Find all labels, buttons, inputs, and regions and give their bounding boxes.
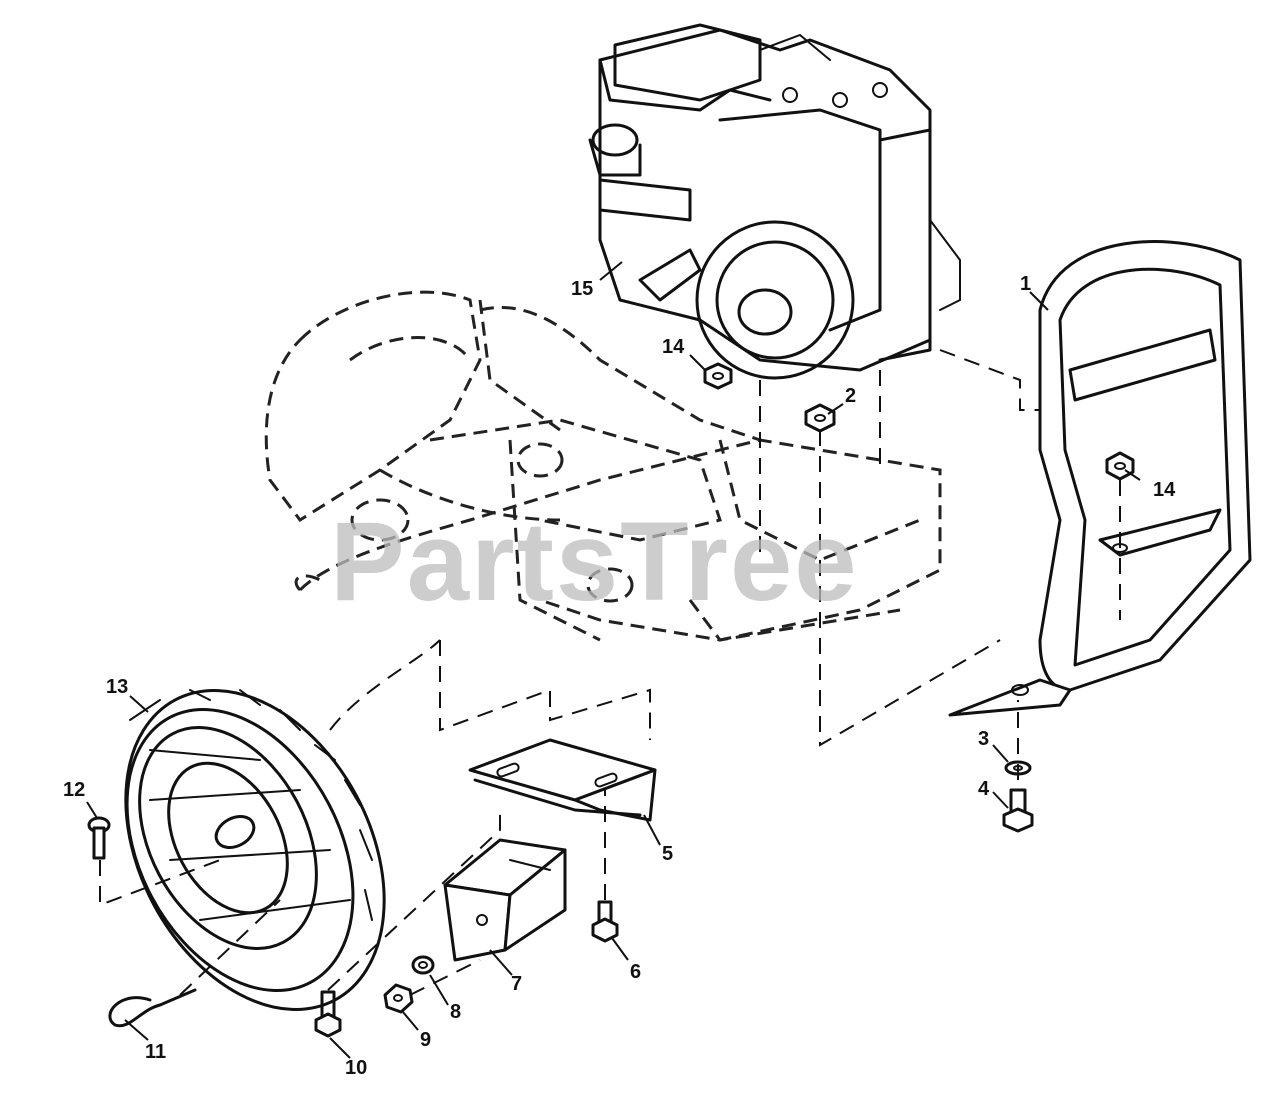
nut-part-14-bumper <box>1105 451 1135 481</box>
tiller-frame-outline <box>264 290 942 642</box>
callout-7: 7 <box>511 973 522 995</box>
callout-10: 10 <box>345 1057 367 1079</box>
callout-8: 8 <box>450 1001 461 1023</box>
bolt-part-10 <box>314 990 342 1038</box>
leader-lines <box>86 261 1141 1059</box>
bolt-part-4 <box>1002 788 1034 833</box>
callout-labels: 1 2 3 4 5 6 7 8 9 10 11 12 13 14 14 15 <box>63 273 1176 1079</box>
callout-1: 1 <box>1020 273 1031 295</box>
callout-12: 12 <box>63 779 85 801</box>
clevis-pin-part-12 <box>87 816 111 860</box>
lockwasher-part-8 <box>411 955 435 975</box>
bolt-part-6 <box>591 900 619 943</box>
callout-14-bumper: 14 <box>1153 479 1176 501</box>
hairpin-part-11 <box>108 988 197 1028</box>
engine-part-15 <box>588 23 961 380</box>
callout-5: 5 <box>662 843 673 865</box>
callout-9: 9 <box>420 1029 431 1051</box>
callout-11: 11 <box>145 1041 166 1063</box>
weight-part-7 <box>443 838 567 962</box>
callout-3: 3 <box>978 728 989 750</box>
callout-15: 15 <box>571 278 593 300</box>
callout-2: 2 <box>845 385 856 407</box>
callout-13: 13 <box>106 676 128 698</box>
callout-6: 6 <box>630 961 641 983</box>
callout-4: 4 <box>978 778 990 800</box>
nut-part-2 <box>804 403 836 433</box>
callout-14-engine: 14 <box>662 336 685 358</box>
wheel-part-13 <box>124 688 386 1012</box>
nut-part-9 <box>383 983 414 1014</box>
bumper-part-1 <box>948 240 1252 717</box>
watermark: PartsTree <box>330 499 859 624</box>
assembly-lines <box>99 349 1121 996</box>
nut-part-14-engine <box>703 362 733 390</box>
bracket-part-5 <box>468 738 657 822</box>
